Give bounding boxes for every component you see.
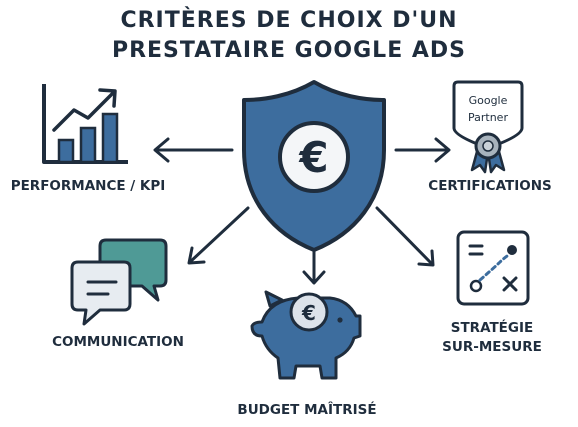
- arrow-to-strategy: [375, 206, 435, 267]
- shield-euro-symbol: €: [298, 133, 328, 182]
- arrows: [153, 137, 451, 285]
- strategy-board-icon: [456, 230, 530, 306]
- piggy-bank-icon: €: [250, 290, 362, 380]
- label-strategy-line-1: STRATÉGIE: [450, 320, 534, 336]
- title-line-1: CRITÈRES DE CHOIX D'UN: [120, 8, 458, 33]
- arrow-to-communication: [187, 206, 250, 265]
- chat-bubbles-icon: [70, 238, 168, 326]
- shield-euro-icon: €: [242, 80, 386, 252]
- piggy-euro-symbol: €: [301, 301, 316, 325]
- badge-google-text: Google: [469, 94, 508, 107]
- title-line-2: PRESTATAIRE GOOGLE ADS: [111, 38, 467, 63]
- badge-partner-text: Partner: [468, 111, 508, 124]
- arrow-to-certifications: [394, 137, 451, 163]
- label-strategy-line-2: SUR-MESURE: [442, 339, 542, 355]
- label-certifications: CERTIFICATIONS: [428, 178, 552, 194]
- google-partner-badge-icon: Google Partner: [452, 80, 524, 174]
- label-budget: BUDGET MAÎTRISÉ: [237, 402, 377, 418]
- label-communication: COMMUNICATION: [52, 334, 184, 350]
- label-performance: PERFORMANCE / KPI: [10, 178, 166, 194]
- arrow-to-performance: [153, 137, 234, 163]
- bar-chart-trend-icon: [42, 84, 128, 164]
